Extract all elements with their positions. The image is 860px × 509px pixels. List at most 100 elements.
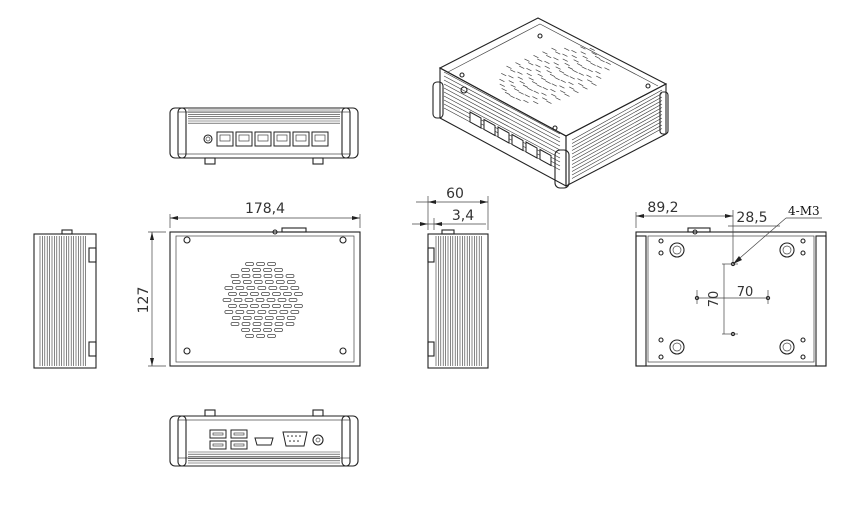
vent-slot [546,70,552,74]
vent-slot [562,53,568,57]
vent-slot [553,62,559,66]
heatsink-fin [443,71,561,135]
vent-slot [228,304,237,308]
vent-slot [518,91,524,95]
vent-slot [264,280,274,284]
vent-slot [577,78,583,82]
vent-slot [256,334,265,338]
vent-slot [510,84,516,88]
half-width-dimension: 89,2 [647,200,678,216]
vent-slot [515,62,521,66]
vent-slot [569,86,575,90]
vent-slot [585,59,592,63]
lan-port [216,131,234,147]
right-side-view: 60 3,4 [412,186,489,369]
vent-slot [605,61,611,65]
vent-slot [290,310,300,314]
vent-slot [501,72,507,77]
lan-port-socket [314,134,326,142]
vent-slot [499,83,505,87]
vent-slot [252,274,262,278]
vent-slot [231,316,241,320]
vent-slot [544,60,550,64]
vent-slot [515,97,521,101]
heatsink-fin [443,79,561,143]
vent-slot [239,292,248,296]
isometric-top-vent [499,46,611,105]
vent-slot [580,46,586,50]
vent-slot [242,280,252,284]
vent-slot [595,71,601,75]
vent-slot [546,100,552,104]
heatsink-fin [571,117,663,169]
vent-slot [513,88,520,92]
vent-slot [508,80,514,84]
vent-slot [545,80,551,84]
depth-dimension: 60 [446,186,464,202]
vent-slot [564,62,570,67]
vent-slot [263,328,272,332]
vent-slot [551,93,557,97]
vent-slot [533,55,539,59]
vent-slot [523,99,529,103]
vent-slot [559,85,565,89]
mount-holes-callout: 4-M3 [788,204,820,218]
vent-slot [519,65,525,69]
vent-slot [564,93,570,97]
vent-slot [568,81,574,85]
vent-slot [228,292,237,296]
lan-port-row [216,131,329,147]
vent-slot [544,65,550,69]
vent-slot [604,67,610,71]
vent-slot [537,73,543,77]
vent-slot [594,55,601,60]
right-side-fins [435,236,482,366]
vent-slot [526,72,532,77]
hole-spacing-y: 70 [707,291,722,308]
vent-slot [261,292,270,296]
vent-slot [263,274,273,278]
vent-slot [499,78,505,82]
vent-slot [252,328,261,332]
vent-slot [591,52,597,56]
vent-slot [596,75,602,79]
vent-slot [253,280,263,284]
top-vent-pattern [222,262,303,338]
vent-slot [586,74,592,78]
vent-slot [563,73,569,77]
heatsink-fin [571,128,663,179]
vent-slot [550,89,556,93]
vent-slot [551,83,557,87]
lan-port-socket [276,134,288,142]
vent-slot [560,90,566,94]
vent-slot [235,310,245,314]
height-dimension: 127 [136,287,152,314]
vent-slot [542,97,548,101]
vent-slot [569,76,575,80]
vent-slot [571,50,577,54]
vent-slot [572,69,578,74]
heatsink-fin [443,91,561,155]
vent-slot [266,298,276,302]
vent-slot [555,97,561,101]
vent-slot [264,316,274,320]
vent-slot [558,70,565,74]
lan-port [511,133,524,152]
heatsink-fin [443,95,561,159]
vent-slot [506,65,512,69]
vent-slot [591,82,597,86]
vent-slot [283,292,292,296]
vent-slot [560,79,566,83]
vent-slot [224,310,234,314]
vent-slot [517,71,523,75]
heatsink-fin [571,93,663,144]
vent-slot [596,65,602,69]
vent-slot [253,316,263,320]
isometric-view [432,17,669,189]
vent-slot [571,54,577,59]
usb-port-stack-1 [209,429,227,450]
serial-port [282,431,308,447]
vent-slot [231,280,241,284]
vent-slot [527,87,533,92]
vent-slot [274,268,283,272]
